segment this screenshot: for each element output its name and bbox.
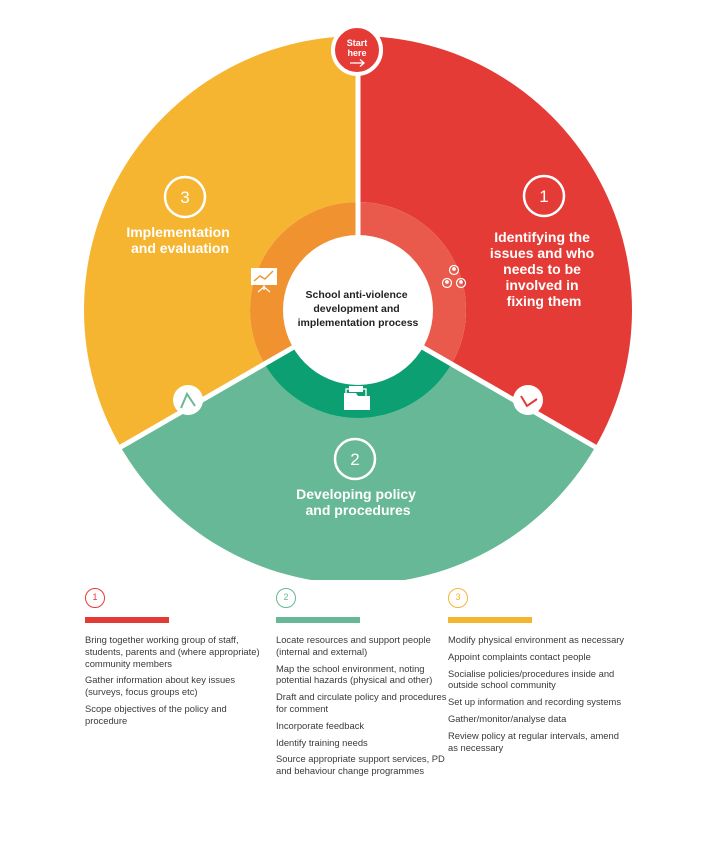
segment-1-label: Identifying the issues and who needs to … bbox=[490, 229, 598, 309]
column-1-list: Bring together working group of staff, s… bbox=[85, 634, 265, 727]
list-item: Set up information and recording systems bbox=[448, 696, 622, 708]
list-item: Appoint complaints contact people bbox=[448, 650, 591, 662]
list-item: Bring together working group of staff, s… bbox=[85, 634, 260, 669]
segment-3-outer bbox=[84, 36, 358, 447]
folder-icon bbox=[344, 386, 370, 410]
list-item: Map the school environment, noting poten… bbox=[276, 662, 433, 686]
svg-text:3: 3 bbox=[180, 188, 189, 207]
segment-1-outer bbox=[358, 36, 632, 447]
list-item: Incorporate feedback bbox=[276, 719, 365, 731]
segment-2-number: 2 bbox=[333, 437, 377, 481]
list-item: Socialise policies/procedures inside and… bbox=[448, 667, 615, 691]
process-wheel: School anti-violence development and imp… bbox=[84, 24, 632, 580]
list-item: Source appropriate support services, PD … bbox=[276, 753, 445, 777]
segment-1-number: 1 bbox=[522, 174, 566, 218]
segment-2-outer bbox=[120, 364, 596, 580]
column-1-number: 1 bbox=[85, 588, 105, 608]
start-label-line1: Start bbox=[347, 38, 368, 48]
list-item: Modify physical environment as necessary bbox=[448, 634, 625, 645]
start-here-badge: Start here bbox=[331, 24, 383, 76]
people-network-icon bbox=[441, 264, 467, 289]
list-item: Identify training needs bbox=[276, 736, 368, 748]
arrow-right-icon bbox=[350, 59, 365, 67]
segment-3-label: Implementation and evaluation bbox=[126, 224, 233, 256]
divider-line bbox=[419, 343, 599, 451]
list-item: Gather/monitor/analyse data bbox=[448, 712, 567, 724]
column-2: 2 Locate resources and support people (i… bbox=[276, 588, 456, 782]
list-item: Scope objectives of the policy and proce… bbox=[85, 702, 227, 726]
column-2-bar bbox=[276, 617, 360, 623]
start-label-line2: here bbox=[347, 48, 366, 58]
divider-line bbox=[117, 343, 297, 451]
chevron-arrow-icon-left bbox=[173, 385, 203, 415]
column-3-list: Modify physical environment as necessary… bbox=[448, 634, 628, 753]
column-3-number: 3 bbox=[448, 588, 468, 608]
column-1-bar bbox=[85, 617, 169, 623]
column-2-number: 2 bbox=[276, 588, 296, 608]
list-item: Gather information about key issues (sur… bbox=[85, 674, 236, 698]
presentation-board-icon bbox=[251, 268, 277, 293]
column-3-bar bbox=[448, 617, 532, 623]
center-circle bbox=[283, 235, 433, 385]
list-item: Review policy at regular intervals, amen… bbox=[448, 729, 619, 753]
column-3: 3 Modify physical environment as necessa… bbox=[448, 588, 628, 758]
list-item: Locate resources and support people (int… bbox=[276, 634, 431, 657]
segment-3-number: 3 bbox=[163, 175, 207, 219]
svg-text:2: 2 bbox=[350, 450, 359, 469]
svg-text:1: 1 bbox=[539, 187, 548, 206]
column-2-list: Locate resources and support people (int… bbox=[276, 634, 456, 777]
center-title: School anti-violence development and imp… bbox=[298, 289, 419, 329]
column-1: 1 Bring together working group of staff,… bbox=[85, 588, 265, 732]
chevron-arrow-icon-right bbox=[513, 385, 543, 415]
list-item: Draft and circulate policy and procedure… bbox=[276, 691, 447, 714]
segment-2-label: Developing policy and procedures bbox=[296, 486, 420, 518]
